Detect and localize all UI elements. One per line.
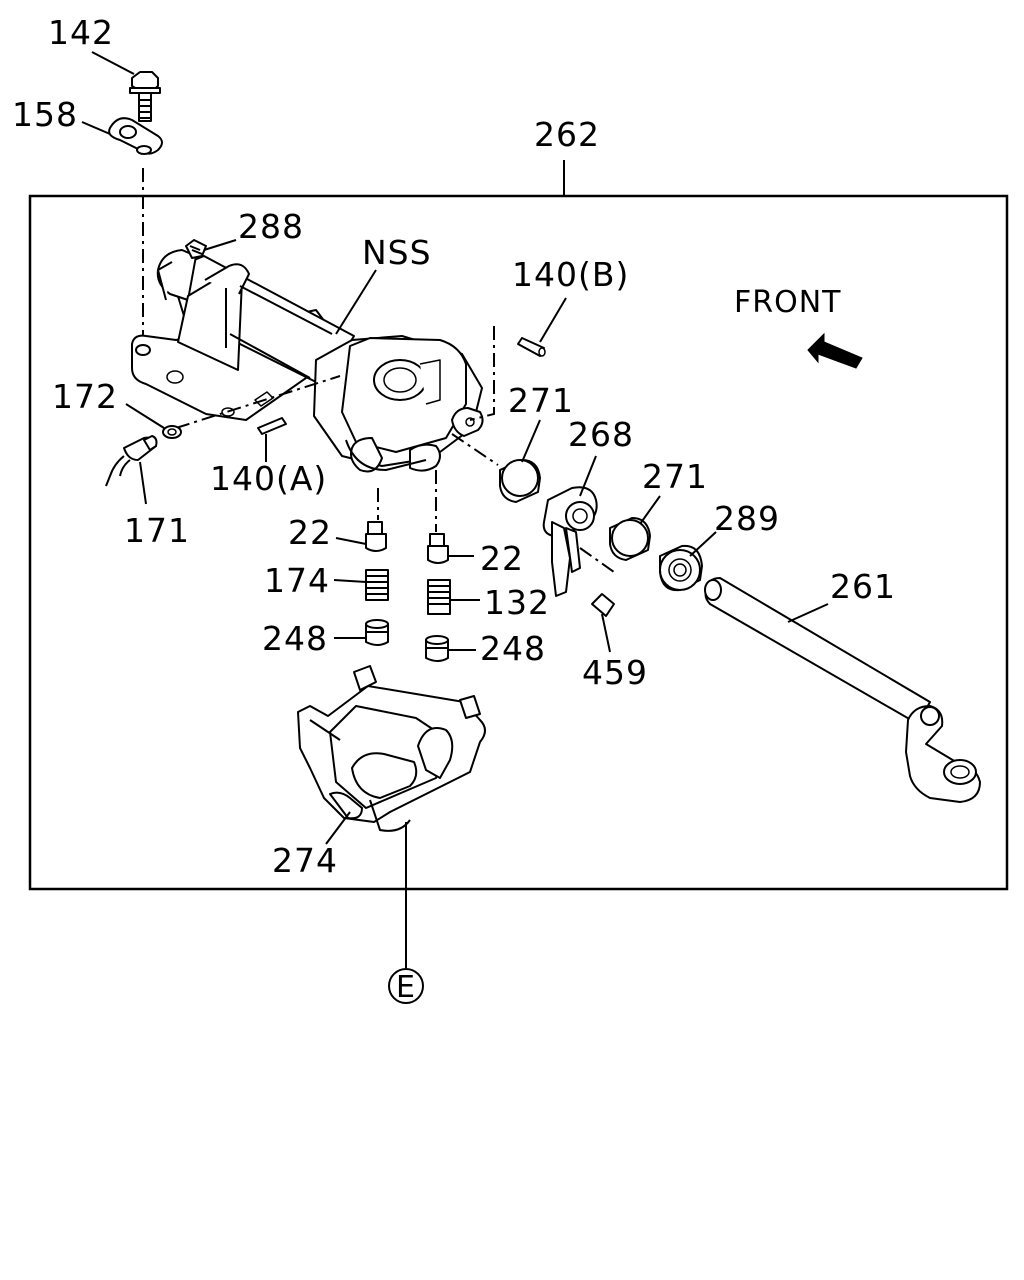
pin-140a: [257, 417, 287, 435]
callout-262: 262: [534, 115, 600, 154]
callout-174: 174: [264, 561, 330, 600]
clip-158: [108, 117, 163, 155]
shaft-261: [704, 577, 981, 803]
plunger-22-right: [427, 533, 449, 564]
spring-174: [365, 569, 389, 601]
callout-288: 288: [238, 207, 304, 246]
plug-248-right: [425, 635, 449, 662]
bushing-271-upper: [499, 459, 541, 503]
bearing-289: [659, 544, 703, 592]
pin-459: [591, 593, 615, 617]
callout-248-right: 248: [480, 629, 546, 668]
switch-171: [105, 435, 158, 487]
plug-288: [185, 239, 207, 259]
front-arrow-icon: [807, 332, 863, 369]
callout-261: 261: [830, 567, 896, 606]
lever-268: [542, 486, 598, 597]
callout-274: 274: [272, 841, 338, 880]
callout-158: 158: [12, 95, 78, 134]
callout-nss: NSS: [362, 233, 432, 272]
callout-268: 268: [568, 415, 634, 454]
callout-459: 459: [582, 653, 648, 692]
bushing-271-lower: [609, 517, 651, 561]
assembly-frame: [28, 194, 1009, 891]
shift-housing: [131, 249, 484, 473]
leader-lines: [81, 51, 829, 845]
spring-132: [427, 579, 451, 615]
callout-172: 172: [52, 377, 118, 416]
callout-289: 289: [714, 499, 780, 538]
callout-22-right: 22: [480, 539, 524, 578]
callout-271-upper: 271: [508, 381, 574, 420]
plug-248-left: [365, 619, 389, 646]
reference-e-circle: [388, 968, 424, 1004]
callout-171: 171: [124, 511, 190, 550]
bolt-142: [129, 71, 161, 122]
reference-e-label: E: [396, 970, 416, 1005]
callout-140a: 140(A): [210, 459, 327, 498]
callout-142: 142: [48, 13, 114, 52]
callout-140b: 140(B): [512, 255, 629, 294]
callout-271-lower: 271: [642, 457, 708, 496]
cover-274: [297, 665, 486, 832]
plunger-22-left: [365, 521, 387, 552]
callout-22-left: 22: [288, 513, 332, 552]
front-label: FRONT: [734, 285, 841, 320]
callout-248-left: 248: [262, 619, 328, 658]
callout-132: 132: [484, 583, 550, 622]
pin-140b: [517, 337, 546, 357]
